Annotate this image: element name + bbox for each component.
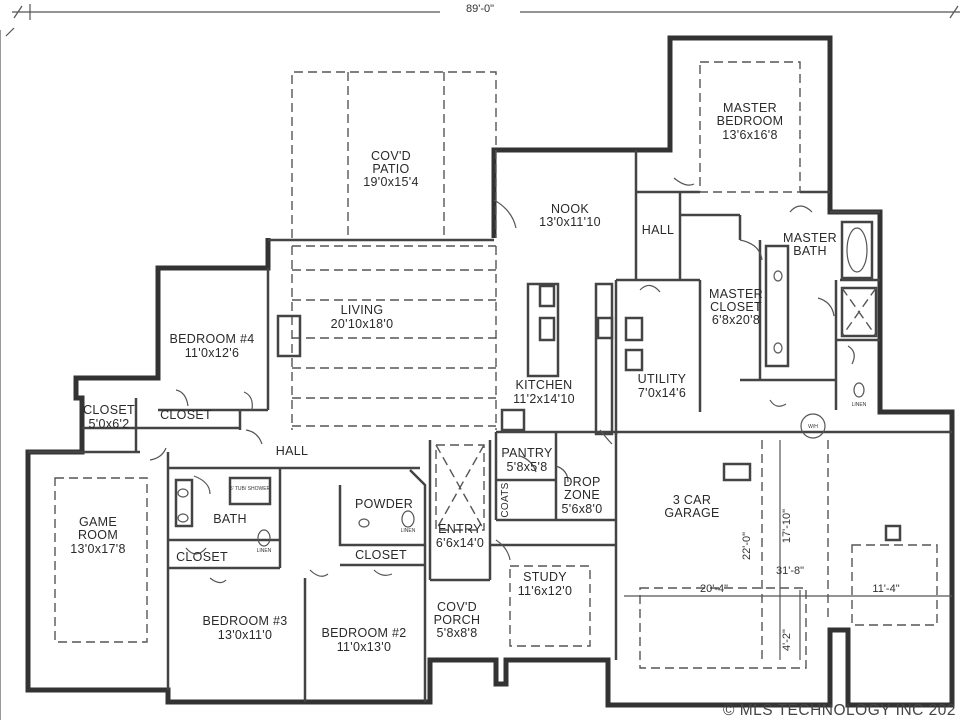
bedroom2-dims: 11'0x13'0 <box>337 640 392 654</box>
master-closet-label-1: MASTER <box>709 287 763 301</box>
study-dims: 11'6x12'0 <box>518 584 573 598</box>
porch-dims: 5'8x8'8 <box>437 626 478 640</box>
garage-label-1: 3 CAR <box>673 493 711 507</box>
closet-c-label: CLOSET <box>176 550 228 564</box>
closet-a-label: CLOSET <box>83 403 135 417</box>
tub-label: 5' TUB/ SHOWER <box>230 486 271 492</box>
patio-dims: 19'0x15'4 <box>363 175 418 189</box>
garage-dimensions: 17'-10" 22'-0" 31'-8" 20'-4" 11'-4" 4'-2… <box>700 509 900 651</box>
kitchen-label: KITCHEN <box>516 378 573 392</box>
game-room-label-1: GAME <box>79 515 117 529</box>
bedroom4-label: BEDROOM #4 <box>170 332 255 346</box>
linen-label-3: LINEN <box>852 402 867 408</box>
bedroom2-label: BEDROOM #2 <box>322 626 407 640</box>
garage-dim-4: 20'-4" <box>700 583 728 595</box>
master-bath-label-1: MASTER <box>783 231 837 245</box>
living-dims: 20'10x18'0 <box>331 317 394 331</box>
coats-label: COATS <box>500 482 511 517</box>
master-bath-label-2: BATH <box>793 244 827 258</box>
master-bedroom-dims: 13'6x16'8 <box>722 128 777 142</box>
utility-label: UTILITY <box>638 372 687 386</box>
nook-label: NOOK <box>551 202 589 216</box>
doors <box>149 177 855 584</box>
garage-dim-5: 11'-4" <box>872 583 899 595</box>
overall-dimension: 89'-0" <box>12 2 960 20</box>
fixture-labels: 5' TUB/ SHOWER LINEN LINEN LINEN W/H <box>230 402 867 554</box>
living-label: LIVING <box>341 303 384 317</box>
closet-b-label: CLOSET <box>160 408 212 422</box>
utility-dims: 7'0x14'6 <box>638 386 686 400</box>
garage-dim-3: 31'-8" <box>776 565 804 577</box>
bath-label: BATH <box>213 512 247 526</box>
patio-label-1: COV'D <box>371 149 411 163</box>
drop-zone-dims: 5'6x8'0 <box>562 502 603 516</box>
entry-dims: 6'6x14'0 <box>436 536 484 550</box>
interior-walls <box>28 61 952 702</box>
master-closet-label-2: CLOSET <box>710 300 762 314</box>
pantry-dims: 5'8x5'8 <box>507 460 548 474</box>
hall-upper-label: HALL <box>642 223 674 237</box>
bedroom3-dims: 13'0x11'0 <box>218 628 273 642</box>
closet-d-label: CLOSET <box>355 548 407 562</box>
master-bedroom-label-2: BEDROOM <box>717 114 784 128</box>
garage-dim-6: 4'-2" <box>781 629 793 651</box>
hall-main-label: HALL <box>276 444 308 458</box>
garage-dim-1: 17'-10" <box>781 509 793 543</box>
overall-width-label: 89'-0" <box>466 3 494 15</box>
entry-label: ENTRY <box>438 522 482 536</box>
copyright-watermark: © MLS TECHNOLOGY INC 202 <box>722 702 956 719</box>
bedroom3-label: BEDROOM #3 <box>203 614 288 628</box>
drop-zone-label-2: ZONE <box>564 488 600 502</box>
game-room-dims: 13'0x17'8 <box>70 542 125 556</box>
game-room-label-2: ROOM <box>78 528 118 542</box>
exterior-wall <box>25 35 955 708</box>
linen-label-2: LINEN <box>401 528 416 534</box>
patio-label-2: PATIO <box>372 162 409 176</box>
master-bedroom-label-1: MASTER <box>723 101 777 115</box>
closet-a-dims: 5'0x6'2 <box>89 417 130 431</box>
wh-label: W/H <box>808 424 818 430</box>
study-label: STUDY <box>523 570 567 584</box>
porch-label-1: COV'D <box>437 600 477 614</box>
linen-label-1: LINEN <box>257 548 272 554</box>
room-labels: COV'D PATIO 19'0x15'4 NOOK 13'0x11'10 MA… <box>70 101 837 654</box>
powder-label: POWDER <box>355 497 413 511</box>
nook-dims: 13'0x11'10 <box>539 215 601 229</box>
porch-label-2: PORCH <box>434 613 481 627</box>
master-closet-dims: 6'8x20'8 <box>712 313 760 327</box>
left-dimension <box>0 27 15 720</box>
kitchen-dims: 11'2x14'10 <box>513 392 575 406</box>
pantry-label: PANTRY <box>501 446 553 460</box>
bedroom4-dims: 11'0x12'6 <box>185 346 240 360</box>
patio-outline <box>291 71 497 238</box>
drop-zone-label-1: DROP <box>563 475 600 489</box>
garage-label-2: GARAGE <box>664 506 719 520</box>
garage-dim-2: 22'-0" <box>741 532 753 560</box>
